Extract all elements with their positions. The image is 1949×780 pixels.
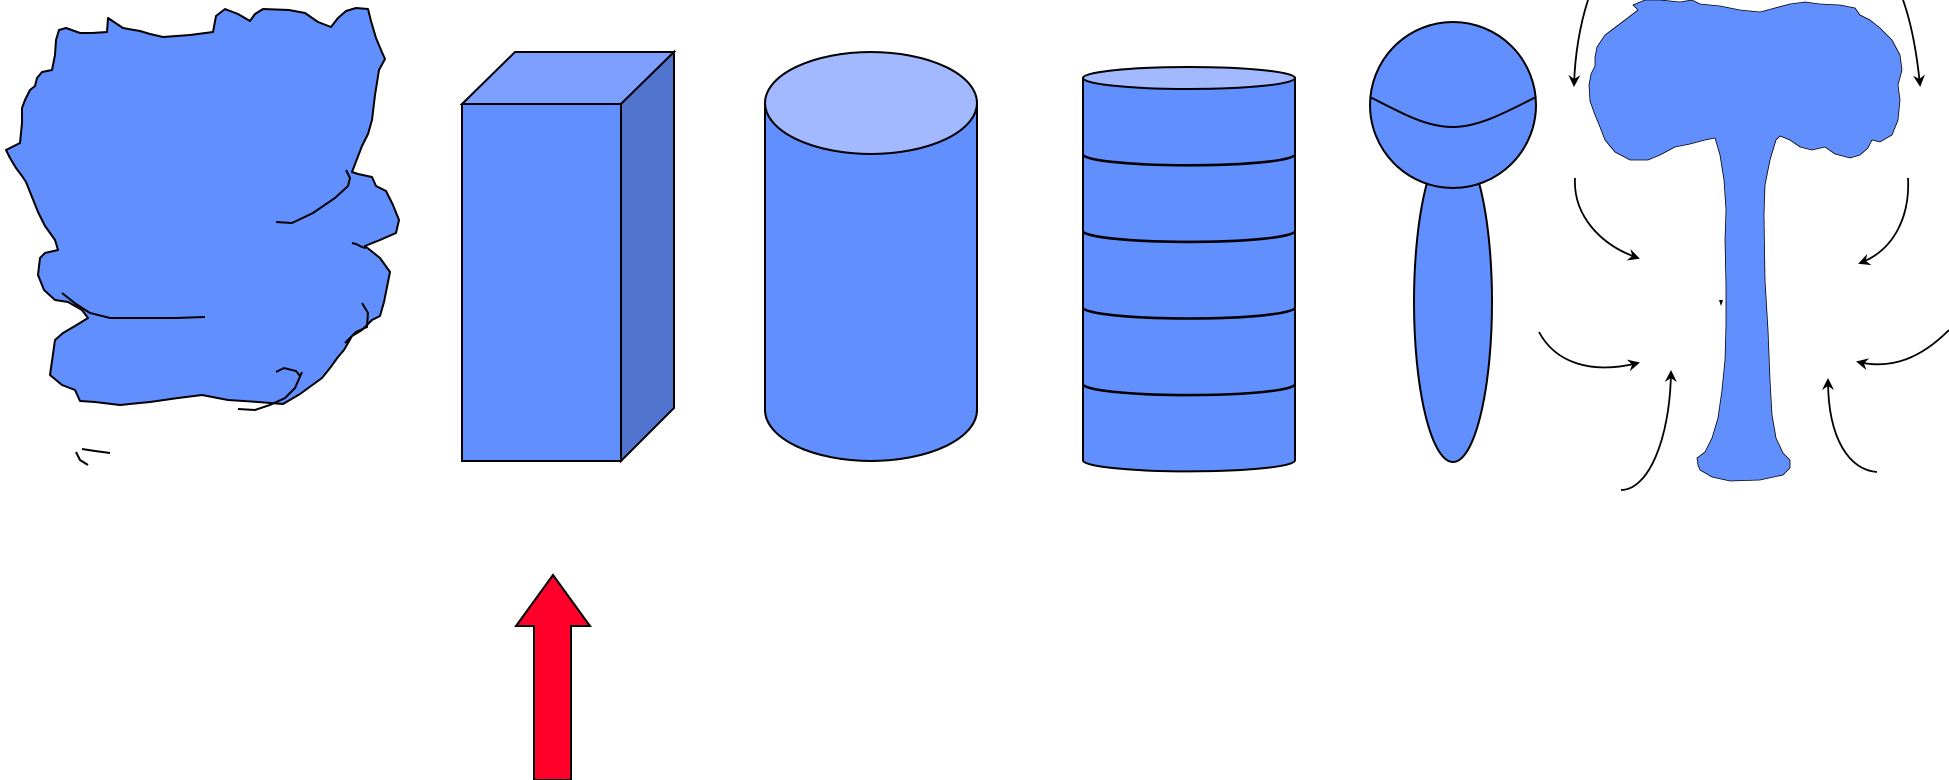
flow-arrow <box>1902 0 1925 87</box>
flow-arrow <box>1620 370 1677 491</box>
flow-arrows <box>1538 0 1949 491</box>
sphere-on-ellipsoid <box>1369 21 1537 463</box>
flow-arrow <box>1574 177 1640 261</box>
flow-arrow <box>1538 331 1640 372</box>
flow-arrow <box>1822 378 1878 473</box>
flow-arrow <box>1568 0 1589 87</box>
stack-disk <box>1082 66 1296 166</box>
rectangular-box <box>459 49 677 464</box>
disk-stack <box>1082 66 1296 473</box>
mushroom-cloud-with-flow-arrows <box>1538 0 1949 491</box>
flow-arrow <box>1856 329 1949 371</box>
cylinder <box>764 51 978 462</box>
irregular-blob <box>5 7 400 466</box>
up-arrow-indicator <box>514 573 592 780</box>
flow-arrow <box>1858 177 1910 266</box>
